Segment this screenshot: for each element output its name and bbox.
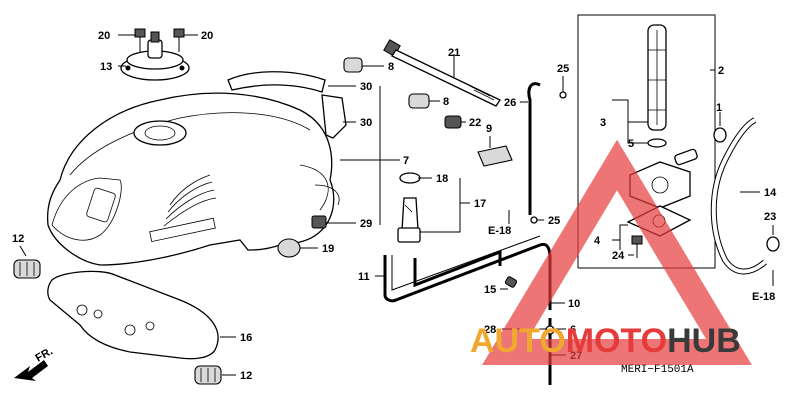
callout-7: 7 [403,155,409,167]
watermark-moto: MOTO [566,322,667,360]
rubber-cushion-lower [194,365,222,385]
callout-1: 1 [716,102,722,114]
callout-11: 11 [358,271,370,283]
callout-6: 6 [570,324,576,336]
hose-cap-small [766,236,780,252]
svg-text:AUTOMOTOHUB: AUTOMOTOHUB [470,322,741,360]
o-ring [647,138,667,148]
callout-30-upper: 30 [360,81,372,93]
fuel-tank [46,92,340,266]
rubber-cushion-upper [13,259,41,279]
tank-clip [311,215,327,229]
callout-26: 26 [504,97,516,109]
tank-cushion [277,238,301,258]
callout-20-left: 20 [98,30,110,42]
heat-guard [47,270,219,360]
callout-3: 3 [600,117,606,129]
callout-17: 17 [474,198,486,210]
callout-13: 13 [100,61,112,73]
callout-14: 14 [764,187,777,199]
mounting-bolt [383,39,501,107]
callout-23: 23 [764,211,776,223]
callout-16: 16 [240,332,252,344]
ref-e18-right: E-18 [752,291,775,303]
watermark: AUTOMOTOHUB [470,139,752,365]
callout-2: 2 [718,65,724,77]
wing-emblem [149,174,217,243]
callout-labels: 1 2 3 4 5 6 7 8 8 9 10 11 12 12 13 14 15… [12,30,777,382]
cap-bolt-right [173,28,185,52]
callout-4: 4 [594,235,601,247]
clip-small-a [559,91,567,99]
overflow-tube [527,82,541,215]
pump-bolt [631,235,643,258]
callout-24: 24 [612,250,625,262]
ref-e18-left: E-18 [488,225,511,237]
callout-5: 5 [628,138,634,150]
callout-20-right: 20 [201,30,213,42]
callout-21: 21 [448,47,460,59]
callout-30-lower: 30 [360,117,372,129]
callout-12-lower: 12 [240,370,252,382]
clip-small-b [530,216,538,224]
callout-22: 22 [469,117,481,129]
callout-9: 9 [486,123,492,135]
callout-25-lower: 25 [548,215,560,227]
hose-cap [713,127,727,143]
callout-10: 10 [568,298,580,310]
cap-bolt-left [134,28,146,52]
callout-25-upper: 25 [557,63,569,75]
watermark-triangle [482,139,752,365]
rubber-mount-lower [408,93,430,109]
insulator-upper [227,71,326,93]
callout-29: 29 [360,218,372,230]
callout-18: 18 [436,173,448,185]
callout-8-upper: 8 [388,61,394,73]
fuel-filler-cap [120,31,190,81]
callout-12-upper: 12 [12,233,24,245]
fuel-strainer [647,24,667,131]
insulator-lower [321,94,347,139]
front-arrow-icon [14,360,48,381]
foam-seal [477,145,513,167]
rubber-mount-upper [343,57,363,73]
callout-8-lower: 8 [443,96,449,108]
watermark-hub: HUB [667,322,741,360]
callout-15: 15 [484,284,496,296]
fuel-feed-hose [710,117,767,275]
collar-nut [444,115,462,129]
callout-28: 28 [484,324,496,336]
diagram-code: MERI−F1501A [621,364,694,376]
watermark-auto: AUTO [470,322,566,360]
fuel-unit [397,172,421,243]
callout-19: 19 [322,243,334,255]
tube-clip [504,276,518,288]
front-direction-label: FR. [34,345,55,364]
